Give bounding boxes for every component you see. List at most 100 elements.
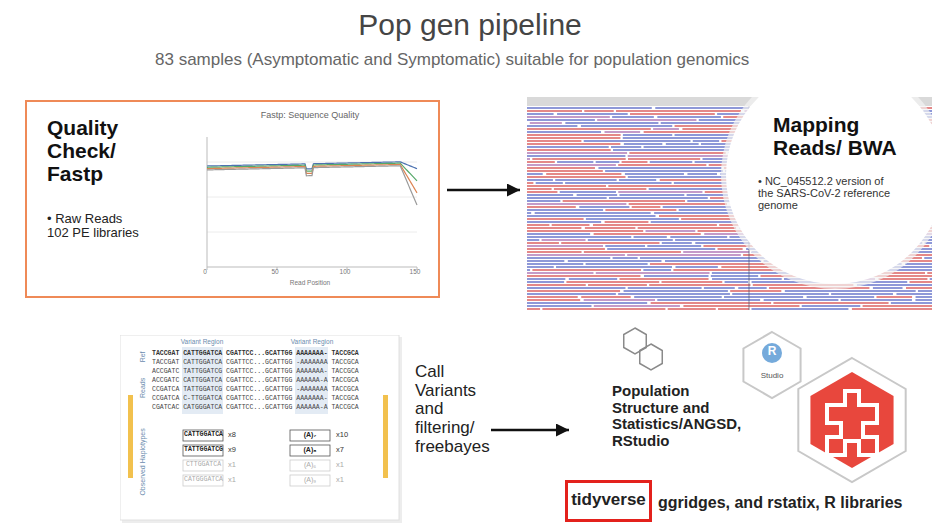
read-segment [915,299,932,301]
sequence-row: ACCGATC TATTGGATCG CGATTCC...GCATTGG AAA… [152,368,372,375]
read-segment [581,125,672,127]
read-segment [644,131,743,133]
read-segment [527,281,564,283]
read-segment [693,140,719,142]
read-segment [605,209,676,211]
read-segment [718,308,749,310]
haplotype-sequence: (A)₆ [290,461,330,469]
read-segment [712,278,782,280]
read-segment [852,308,932,310]
read-segment [568,260,662,262]
read-segment [527,221,601,223]
read-segment [628,287,702,289]
read-segment [891,302,932,304]
read-segment [628,158,700,160]
read-segment [675,266,717,268]
read-segment [527,206,576,208]
axis-tick-label: 100 [335,268,355,275]
read-segment [629,203,727,205]
read-segment [924,257,932,259]
read-segment [565,122,658,124]
read-segment [546,173,621,175]
read-segment [596,161,620,163]
region-label: Variant Region [287,338,337,345]
read-segment [876,296,912,298]
haplotype-count: x1 [228,476,248,484]
sequence-row: CGATCAC CATGGGATCA CGATTCC...GCATTGG AAA… [152,404,372,411]
spotlight-circle [726,97,932,284]
axis-tick-label: 0 [195,268,215,275]
quality-line [207,166,417,205]
flow-arrow [447,189,520,192]
read-segment [527,215,655,217]
read-segment [683,305,799,307]
read-segment [527,233,590,235]
read-segment [527,176,625,178]
read-segment [932,245,933,247]
read-segment [527,224,549,226]
flow-arrow [491,429,569,432]
node-body: • NC_045512.2 version of the SARS-CoV-2 … [758,175,898,211]
haplotype-box [183,430,223,441]
angsd-symbol [827,391,877,455]
read-segment [927,272,932,274]
read-segment [565,182,671,184]
read-segment [527,173,543,175]
read-segment [563,200,685,202]
read-segment [863,305,932,307]
node-heading: Call Variants and filtering/ freebayes [415,363,490,456]
sequence-row: CCGATCA TATTGGATCG CGATTCC...GCATTGG -AA… [152,386,372,393]
read-segment [527,179,553,181]
read-segment [527,251,582,253]
read-segment [527,212,531,214]
node-heading: tidyverse [568,491,649,510]
read-segment [638,227,736,229]
read-segment [666,143,699,145]
library-list: ggridges, and rstatix, R libraries [658,494,938,512]
read-segment [665,260,761,262]
read-segment [611,146,641,148]
read-segment [650,263,779,265]
read-segment [527,254,625,256]
read-segment [586,218,679,220]
read-segment [527,131,601,133]
read-segment [593,224,717,226]
haplotype-sequence: (A)₈ [290,446,330,454]
read-segment [527,308,540,310]
haplotype-count: x1 [228,461,248,469]
row-group-label: Observed Haplotypes [139,417,147,507]
sequence-row: TACCGAT CATTGGATCA CGATTCC...GCATTGG -AA… [152,359,372,366]
read-segment [557,113,628,115]
read-segment [711,275,758,277]
node-heading: Quality Check/ Fastp [47,116,172,185]
read-segment [527,245,603,247]
read-segment [527,272,593,274]
read-segment [857,284,932,286]
axis-tick-label: 50 [265,268,285,275]
read-segment [594,233,701,235]
haplotype-sequence: CTTGGATCA [183,461,224,468]
read-segment [598,167,721,169]
read-alignment [527,97,932,310]
read-segment [556,266,672,268]
row-group-label: Ref [139,337,147,377]
read-segment [527,107,652,109]
chart-title: Fastp: Sequence Quality [230,110,390,120]
read-segment [802,305,861,307]
mapping-panel: Mapping Reads/ BWA• NC_045512.2 version … [527,97,932,310]
read-segment [527,239,539,241]
read-segment [618,191,702,193]
row-group-label: Reads [139,368,147,408]
read-segment [594,305,680,307]
read-segment [527,260,564,262]
grid-line [207,232,417,233]
highlight-box: tidyverse [565,480,652,522]
read-segment [527,128,651,130]
haplotype-count: x7 [336,446,356,454]
node-heading: Population Structure and Statistics/ANGS… [612,383,747,449]
read-segment [527,296,578,298]
read-segment [527,284,586,286]
card-frame [120,335,399,520]
analysis-panel: Population Structure and Statistics/ANGS… [575,325,935,475]
read-segment [659,215,740,217]
